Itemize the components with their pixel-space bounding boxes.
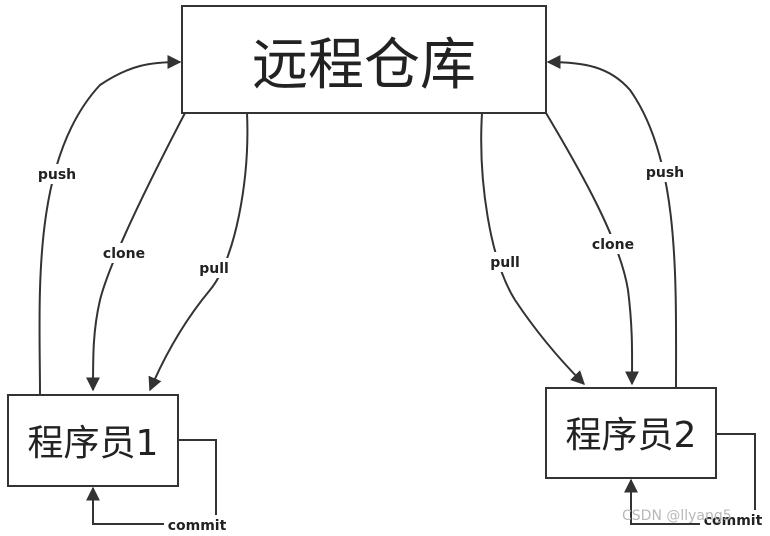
svg-text:pull: pull (490, 255, 520, 271)
label-commit-2: commit (700, 510, 766, 530)
label-push-2: push (642, 162, 688, 182)
edge-clone-2 (545, 112, 640, 386)
edge-push-2 (546, 55, 678, 389)
svg-text:commit: commit (704, 513, 763, 529)
svg-text:commit: commit (168, 518, 227, 534)
remote-repository-node: 远程仓库 (181, 5, 547, 114)
programmer-2-node: 程序员2 (545, 387, 717, 479)
label-clone-1: clone (100, 243, 148, 263)
svg-text:push: push (38, 167, 76, 183)
label-commit-1: commit (164, 515, 230, 535)
edge-push-1 (38, 55, 182, 396)
remote-repository-label: 远程仓库 (252, 33, 476, 98)
label-pull-2: pull (487, 252, 523, 272)
label-pull-1: pull (196, 258, 232, 278)
svg-text:push: push (646, 165, 684, 181)
programmer-1-label: 程序员1 (28, 423, 159, 464)
watermark-text: CSDN @llyang5 (622, 508, 732, 524)
edge-pull-2 (480, 112, 585, 385)
programmer-1-node: 程序员1 (7, 394, 179, 487)
edge-clone-1 (86, 112, 186, 392)
label-clone-2: clone (589, 234, 637, 254)
svg-text:clone: clone (592, 237, 634, 253)
svg-text:pull: pull (199, 261, 229, 277)
edge-pull-1 (148, 112, 249, 392)
programmer-2-label: 程序员2 (566, 415, 697, 456)
svg-text:clone: clone (103, 246, 145, 262)
label-push-1: push (34, 164, 80, 184)
